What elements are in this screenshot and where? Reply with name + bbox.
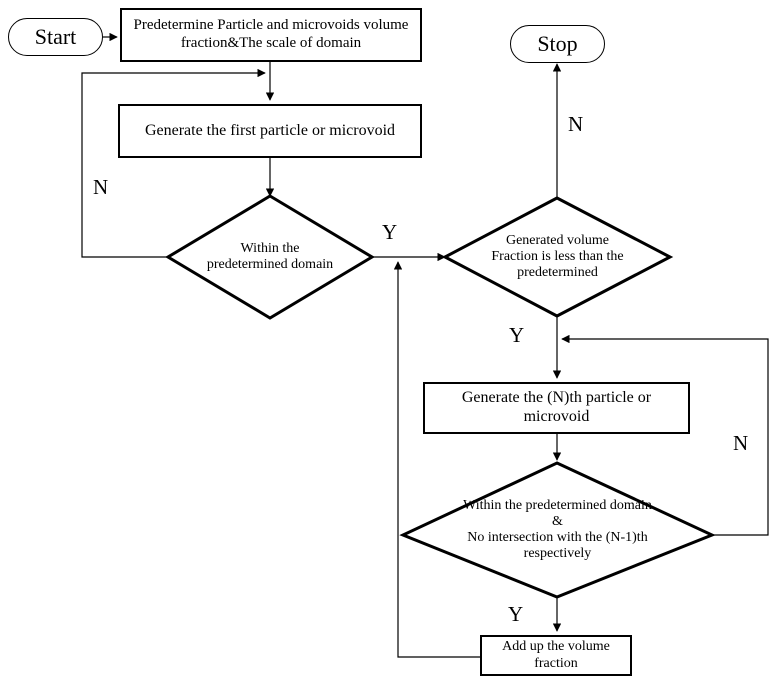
node-nth-domain-check-text: Within the predetermined domain & No int… xyxy=(403,463,712,597)
node-stop[interactable]: Stop xyxy=(510,25,605,63)
node-nth-domain-check[interactable]: Within the predetermined domain & No int… xyxy=(403,463,712,597)
node-predetermine-line1: Predetermine Particle and microvoids vol… xyxy=(133,17,409,34)
node-start[interactable]: Start xyxy=(8,18,103,56)
edge-add-up-loop-back xyxy=(393,261,480,658)
node-within-domain-line2: predetermined domain xyxy=(206,257,334,272)
node-volume-check-line1: Generated volume xyxy=(505,232,609,248)
edge-label-within-domain-yes: Y xyxy=(382,220,398,244)
node-within-domain[interactable]: Within the predetermined domain xyxy=(168,196,372,318)
node-generate-nth-label: Generate the (N)th particle or microvoid xyxy=(461,389,652,425)
node-stop-label: Stop xyxy=(537,31,578,57)
node-start-label: Start xyxy=(34,24,77,50)
shape-volume-check-diamond xyxy=(441,196,674,318)
shape-nth-check-diamond xyxy=(399,461,716,599)
node-volume-check-line2: Fraction is less than the xyxy=(491,248,624,264)
node-within-domain-line1: Within the xyxy=(240,240,300,256)
node-generate-nth[interactable]: Generate the (N)th particle or microvoid xyxy=(423,382,690,434)
edge-nth-check-no-loop xyxy=(561,334,769,536)
node-predetermine-line2: fraction&The scale of domain xyxy=(180,35,362,51)
node-nth-check-line1: Within the predetermined domain xyxy=(463,497,652,513)
edge-label-nth-check-yes: Y xyxy=(508,602,524,626)
node-nth-check-line3: No intersection with the (N-1)th xyxy=(467,530,648,545)
node-volume-fraction-check[interactable]: Generated volume Fraction is less than t… xyxy=(445,198,670,316)
node-add-up[interactable]: Add up the volume fraction xyxy=(480,635,632,676)
edge-label-volume-check-yes: Y xyxy=(509,323,525,347)
edge-within-domain-no-loop xyxy=(81,68,266,258)
edge-label-within-domain-no: N xyxy=(93,175,109,199)
edge-label-volume-check-no: N xyxy=(568,112,584,136)
node-add-up-line1: Add up the volume xyxy=(502,638,610,654)
node-generate-first-label: Generate the first particle or microvoid xyxy=(144,121,396,139)
node-nth-check-line4: respectively xyxy=(523,546,592,562)
node-nth-check-line2: & xyxy=(552,513,563,529)
node-predetermine[interactable]: Predetermine Particle and microvoids vol… xyxy=(120,8,422,62)
node-within-domain-text: Within the predetermined domain xyxy=(168,196,372,318)
node-add-up-line2: fraction xyxy=(534,655,578,671)
node-volume-check-line3: predetermined xyxy=(517,265,598,281)
node-generate-first[interactable]: Generate the first particle or microvoid xyxy=(118,104,422,158)
shape-within-domain-diamond xyxy=(165,194,375,320)
node-volume-fraction-check-text: Generated volume Fraction is less than t… xyxy=(445,198,670,316)
edge-label-nth-check-no: N xyxy=(733,431,749,455)
